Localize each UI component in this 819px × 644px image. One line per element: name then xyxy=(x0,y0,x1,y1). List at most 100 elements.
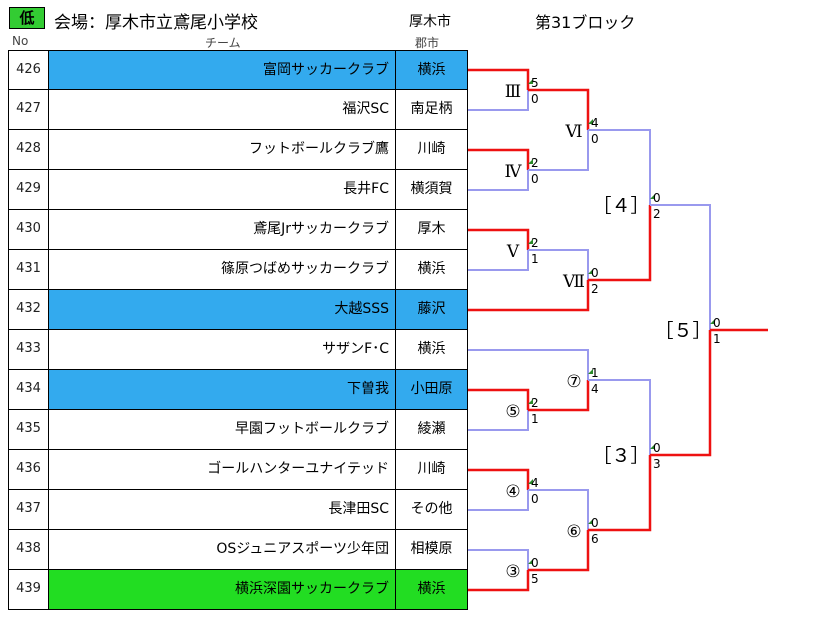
bracket-line xyxy=(528,280,590,312)
score-bottom: 0 xyxy=(531,92,539,106)
team-city: 横須賀 xyxy=(396,170,468,210)
team-name: 下曽我 xyxy=(49,370,396,410)
winner-marker-icon xyxy=(588,119,593,124)
team-city: 相模原 xyxy=(396,530,468,570)
team-city: その他 xyxy=(396,490,468,530)
team-name: 鳶尾Jrサッカークラブ xyxy=(49,210,396,250)
team-number: 439 xyxy=(8,570,49,610)
score-bottom: 0 xyxy=(531,172,539,186)
winner-marker-icon xyxy=(528,79,533,84)
block-title: 第31ブロック xyxy=(535,13,636,32)
match-label: Ⅵ xyxy=(564,122,582,142)
winner-marker-icon xyxy=(588,269,593,274)
score-bottom: 0 xyxy=(531,492,539,506)
match-label: ［４］ xyxy=(592,195,649,217)
winner-marker-icon xyxy=(528,479,533,484)
score-top: 0 xyxy=(591,516,599,530)
match-label: Ⅲ xyxy=(505,82,521,102)
team-number: 438 xyxy=(8,530,49,570)
bracket-line xyxy=(468,490,529,511)
score-bottom: 1 xyxy=(531,252,539,266)
bracket-line xyxy=(468,549,529,570)
match-label: ⑦ xyxy=(566,372,581,392)
team-city: 横浜 xyxy=(396,570,468,610)
column-header-city: 郡市 xyxy=(415,36,440,50)
score-bottom: 6 xyxy=(591,532,599,546)
team-name: 富岡サッカークラブ xyxy=(49,50,396,90)
team-number: 426 xyxy=(8,50,49,90)
venue-city: 厚木市 xyxy=(409,14,451,30)
bracket-line xyxy=(468,228,530,250)
score-top: 2 xyxy=(531,156,539,170)
bracket-line xyxy=(468,68,530,90)
team-name: 福沢SC xyxy=(49,90,396,130)
bracket-line xyxy=(528,249,589,280)
score-top: 0 xyxy=(591,266,599,280)
team-name: フットボールクラブ鷹 xyxy=(49,130,396,170)
team-city: 綾瀬 xyxy=(396,410,468,450)
team-name: 早園フットボールクラブ xyxy=(49,410,396,450)
bracket-line xyxy=(528,380,590,412)
score-bottom: 4 xyxy=(591,382,599,396)
winner-marker-icon xyxy=(588,519,593,524)
bracket-line xyxy=(528,130,589,171)
match-label: Ⅴ xyxy=(506,242,520,262)
team-name: サザンF･C xyxy=(49,330,396,370)
team-number: 434 xyxy=(8,370,49,410)
bracket-line xyxy=(588,129,651,205)
winner-marker-icon xyxy=(528,159,533,164)
team-number: 436 xyxy=(8,450,49,490)
team-number: 428 xyxy=(8,130,49,170)
bracket-line xyxy=(468,468,530,490)
team-city: 厚木 xyxy=(396,210,468,250)
winner-marker-icon xyxy=(588,369,593,374)
level-badge: 低 xyxy=(9,7,45,29)
winner-marker-icon xyxy=(528,559,533,564)
bracket-line xyxy=(528,349,589,380)
score-bottom: 2 xyxy=(653,207,661,221)
bracket-line xyxy=(528,489,589,530)
team-number: 431 xyxy=(8,250,49,290)
match-label: ［５］ xyxy=(654,320,711,342)
match-label: ④ xyxy=(505,482,520,502)
bracket-line xyxy=(588,379,651,455)
bracket-line xyxy=(468,570,530,592)
score-top: 0 xyxy=(713,316,721,330)
match-label: ［３］ xyxy=(592,445,649,467)
score-top: 2 xyxy=(531,396,539,410)
bracket-line xyxy=(650,330,712,457)
venue-title: 会場：厚木市立鳶尾小学校 xyxy=(54,13,258,33)
team-city: 南足柄 xyxy=(396,90,468,130)
bracket-line xyxy=(468,90,529,111)
match-label: Ⅳ xyxy=(505,162,523,182)
bracket-line xyxy=(468,410,529,431)
team-name: 大越SSS xyxy=(49,290,396,330)
score-top: 0 xyxy=(653,191,661,205)
team-number: 437 xyxy=(8,490,49,530)
team-number: 433 xyxy=(8,330,49,370)
team-city: 川崎 xyxy=(396,130,468,170)
score-bottom: 1 xyxy=(531,412,539,426)
team-city: 川崎 xyxy=(396,450,468,490)
team-city: 藤沢 xyxy=(396,290,468,330)
team-city: 横浜 xyxy=(396,250,468,290)
score-top: 1 xyxy=(591,366,599,380)
team-name: OSジュニアスポーツ少年団 xyxy=(49,530,396,570)
team-name: 横浜深園サッカークラブ xyxy=(49,570,396,610)
score-top: 4 xyxy=(591,116,599,130)
winner-marker-icon xyxy=(528,239,533,244)
score-top: 0 xyxy=(653,441,661,455)
bracket-line xyxy=(588,205,652,282)
winner-marker-icon xyxy=(650,194,655,199)
bracket-line xyxy=(468,148,530,170)
match-label: ⑤ xyxy=(505,402,520,422)
winner-marker-icon xyxy=(710,319,715,324)
winner-marker-icon xyxy=(650,444,655,449)
